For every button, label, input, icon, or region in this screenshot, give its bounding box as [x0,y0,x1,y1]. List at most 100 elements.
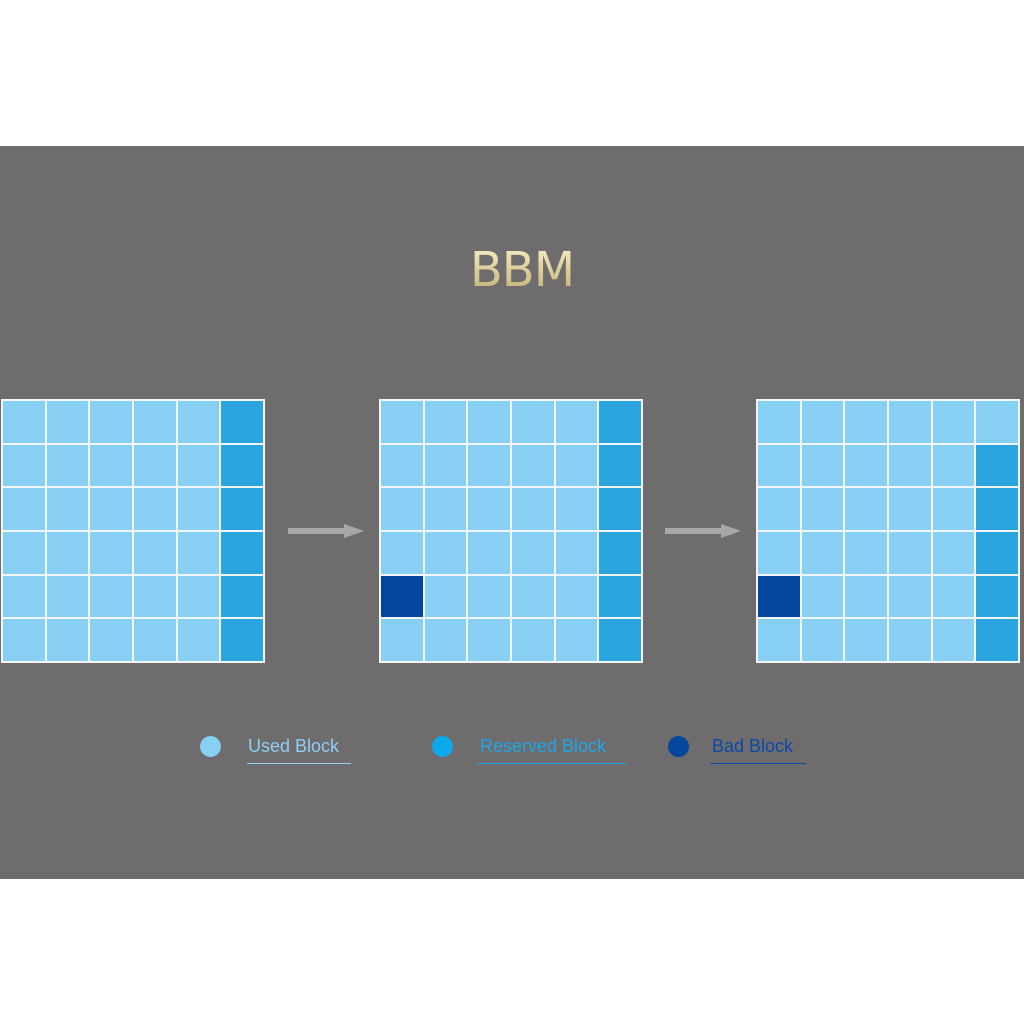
bad-block-cell [381,575,423,618]
used-block-cell [555,619,598,661]
used-block-cell [889,532,931,574]
used-block-cell [134,444,176,487]
used-block-cell [758,401,800,443]
used-block-cell [758,488,800,530]
used-block-cell [424,532,467,574]
used-block-cell [134,575,176,618]
used-block-cell [424,619,467,661]
used-block-cell [512,488,554,530]
used-block-cell [845,532,887,574]
used-block-cell [134,488,176,530]
reserved-block-cell [976,444,1018,487]
used-block-cell [90,488,132,530]
reserved-block-cell [976,575,1018,618]
used-block-cell [381,401,423,443]
used-block-cell [555,488,598,530]
used-block-cell [177,532,220,574]
used-block-cell [424,444,467,487]
reserved-block-cell [221,619,263,661]
used-block-cell [90,575,132,618]
used-block-cell [801,619,844,661]
reserved-block-cell [221,532,263,574]
used-block-cell [468,575,510,618]
used-block-cell [758,444,800,487]
reserved-block-cell [599,444,641,487]
used-block-cell [134,619,176,661]
used-block-cell [889,488,931,530]
right-arrow-icon [288,524,364,538]
legend-label-reserved: Reserved Block [480,736,607,756]
used-block-cell [90,444,132,487]
used-block-cell [3,401,45,443]
used-block-cell [801,575,844,618]
used-block-cell [845,575,887,618]
used-block-cell [512,532,554,574]
reserved-block-cell [221,444,263,487]
used-block-cell [801,444,844,487]
used-block-cell [3,488,45,530]
block-grid-bad-detected [379,399,643,663]
used-block-cell [177,401,220,443]
reserved-block-dot-icon [432,736,453,757]
reserved-block-cell [599,619,641,661]
used-block-cell [555,444,598,487]
used-block-cell [177,619,220,661]
used-block-cell [424,401,467,443]
used-block-cell [758,619,800,661]
used-block-cell [90,401,132,443]
used-block-cell [46,444,89,487]
bad-block-cell [758,575,800,618]
reserved-block-cell [599,401,641,443]
legend-label-used: Used Block [248,736,340,756]
used-block-cell [932,619,975,661]
used-block-cell [889,619,931,661]
used-block-cell [555,401,598,443]
used-block-cell [512,575,554,618]
reserved-block-cell [599,575,641,618]
used-block-cell [758,532,800,574]
used-block-cell [889,401,931,443]
used-block-cell [46,401,89,443]
used-block-cell [177,444,220,487]
used-block-cell [932,575,975,618]
block-grid-remapped [756,399,1020,663]
used-block-cell [512,619,554,661]
used-block-cell [46,488,89,530]
used-block-cell [177,575,220,618]
used-block-cell [3,575,45,618]
used-block-cell [932,532,975,574]
used-block-cell [3,619,45,661]
used-block-cell [932,444,975,487]
used-block-cell [134,532,176,574]
used-block-cell [46,575,89,618]
reserved-block-cell [221,575,263,618]
used-block-cell [46,619,89,661]
used-block-cell [801,401,844,443]
used-block-cell [90,619,132,661]
used-block-cell [468,488,510,530]
reserved-block-cell [599,532,641,574]
used-block-cell [134,401,176,443]
used-block-cell [845,488,887,530]
used-block-cell [801,532,844,574]
used-block-dot-icon [200,736,221,757]
used-block-cell [976,401,1018,443]
right-arrow-icon [665,524,741,538]
reserved-block-cell [599,488,641,530]
used-block-cell [512,444,554,487]
legend-label-bad: Bad Block [712,736,794,756]
used-block-cell [468,532,510,574]
used-block-cell [381,619,423,661]
reserved-block-cell [976,488,1018,530]
used-block-cell [3,532,45,574]
bad-block-dot-icon [668,736,689,757]
used-block-cell [801,488,844,530]
used-block-cell [889,444,931,487]
used-block-cell [555,532,598,574]
reserved-block-cell [976,532,1018,574]
used-block-cell [468,401,510,443]
used-block-cell [468,619,510,661]
used-block-cell [845,444,887,487]
used-block-cell [46,532,89,574]
